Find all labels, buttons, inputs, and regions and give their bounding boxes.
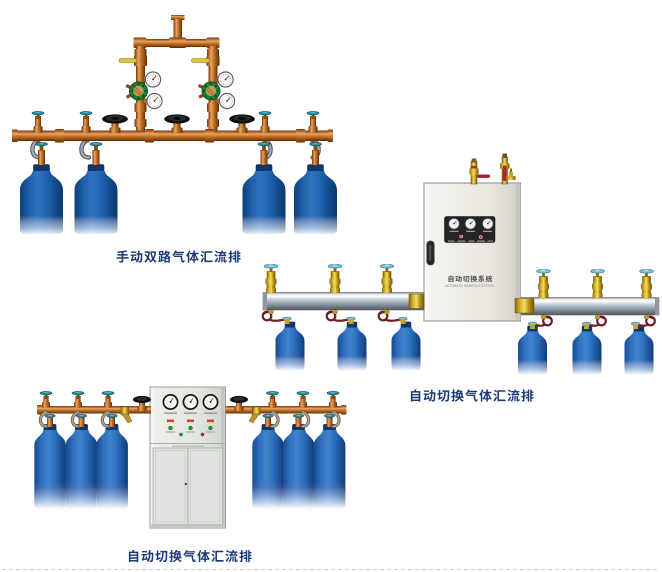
svg-text:AUTOMATIC MANIFOLD SYSTEM: AUTOMATIC MANIFOLD SYSTEM (445, 284, 494, 288)
